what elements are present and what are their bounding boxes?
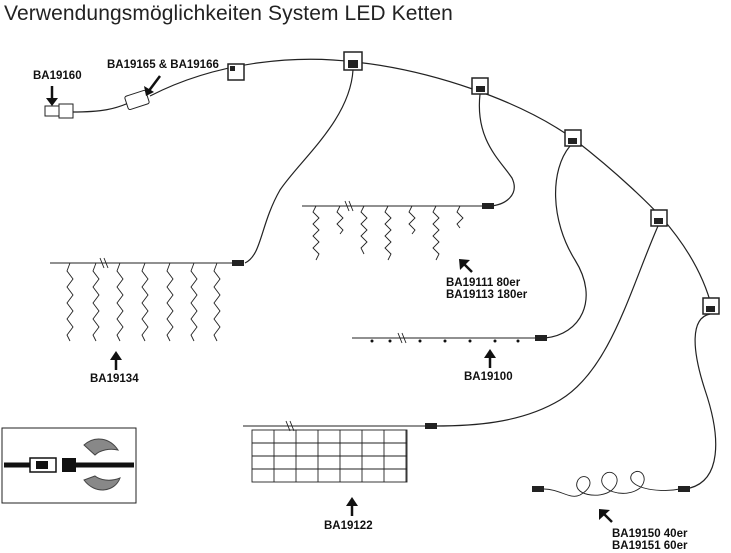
branch-ba19111 xyxy=(478,93,515,207)
t-connector-icon xyxy=(702,297,720,315)
label-ba19134: BA19134 xyxy=(90,373,139,385)
curtain-ba19134 xyxy=(50,257,244,342)
t-connector-icon xyxy=(471,77,489,95)
string-ba19100 xyxy=(352,332,547,344)
t-connector-icon xyxy=(343,51,363,71)
label-ba19160: BA19160 xyxy=(33,70,82,82)
arrow-icon xyxy=(484,349,496,368)
main-arc xyxy=(149,58,713,309)
label-ba19111-line1: BA19111 80er xyxy=(446,277,521,289)
branch-ba19134 xyxy=(244,69,354,264)
label-ba19150-line1: BA19150 40er xyxy=(612,528,688,540)
arrow-icon xyxy=(144,75,161,96)
t-connector-icon xyxy=(564,129,582,147)
branch-ba19150 xyxy=(689,313,717,489)
t-connector-icon xyxy=(227,63,245,81)
label-ba19150-line2: BA19151 60er xyxy=(612,540,688,552)
arrow-icon xyxy=(599,509,613,523)
icicle-ba19111 xyxy=(302,200,494,261)
branch-ba19100 xyxy=(544,145,587,339)
page-title: Verwendungsmöglichkeiten System LED Kett… xyxy=(4,2,453,25)
arrow-icon xyxy=(46,86,58,106)
controller-icon xyxy=(124,89,150,111)
label-ba19100: BA19100 xyxy=(464,371,513,383)
t-connector-icon xyxy=(650,209,668,227)
branch-ba19122 xyxy=(434,225,659,427)
arrow-icon xyxy=(459,259,473,273)
label-ba19122: BA19122 xyxy=(324,520,373,532)
label-ba19111-line2: BA19113 180er xyxy=(446,289,528,301)
label-ba19165: BA19165 & BA19166 xyxy=(107,59,219,71)
plug-icon xyxy=(44,103,74,119)
connector-detail-inset xyxy=(1,427,137,504)
coil-ba19150 xyxy=(532,470,690,497)
arrow-icon xyxy=(346,497,358,516)
net-ba19122 xyxy=(243,420,437,483)
arrow-icon xyxy=(110,351,122,370)
